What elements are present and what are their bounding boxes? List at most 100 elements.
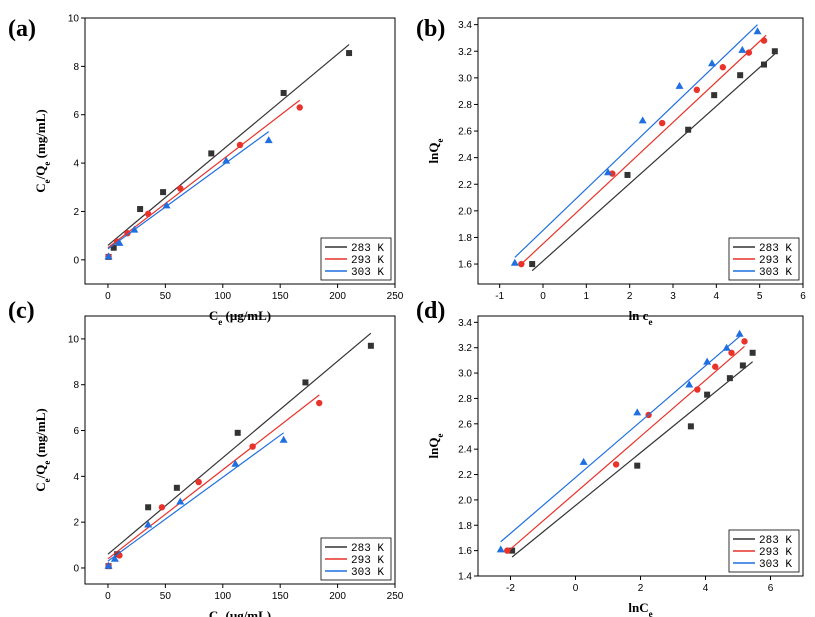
fit-line	[500, 334, 742, 543]
data-point	[712, 363, 719, 370]
y-tick-label: 1.4	[458, 572, 472, 583]
data-point	[675, 81, 684, 89]
data-point	[704, 391, 711, 398]
x-tick-label: 100	[214, 291, 231, 302]
data-point	[726, 375, 733, 382]
x-tick-label: 4	[714, 291, 720, 302]
y-tick-label: 3.2	[458, 343, 472, 354]
legend-label: 293 K	[351, 555, 384, 567]
x-tick-label: 150	[272, 291, 289, 302]
x-axis-label: Ce (μg/mL)	[209, 308, 271, 327]
x-axis-label: Ce (μg/mL)	[209, 608, 271, 617]
y-tick-label: 2.2	[458, 470, 472, 481]
data-point	[279, 435, 288, 443]
data-point	[504, 547, 511, 554]
data-point	[234, 429, 241, 436]
legend-label: 283 K	[759, 243, 792, 255]
data-point	[741, 338, 748, 345]
x-tick-label: 4	[703, 583, 709, 594]
data-point	[509, 547, 516, 554]
panel-label: (d)	[416, 298, 445, 324]
x-tick-label: 50	[160, 291, 172, 302]
data-point	[104, 252, 113, 260]
y-axis-label: Ce/Qe (mg/mL)	[33, 408, 52, 491]
data-point	[145, 504, 152, 511]
data-point	[685, 380, 694, 388]
y-tick-label: 0	[73, 255, 79, 266]
data-point	[760, 37, 768, 44]
data-point	[137, 206, 144, 213]
y-tick-label: 1.6	[458, 546, 472, 557]
data-point	[367, 342, 374, 349]
data-point	[144, 520, 153, 528]
fit-line	[107, 332, 372, 555]
data-point	[110, 554, 119, 562]
y-tick-label: 2.8	[458, 394, 472, 405]
fit-line	[511, 361, 754, 558]
data-point	[231, 459, 240, 467]
data-point	[160, 189, 167, 196]
data-point	[316, 399, 323, 407]
data-point	[694, 386, 701, 393]
x-tick-label: 50	[160, 591, 172, 602]
x-tick-label: 6	[800, 291, 806, 302]
data-point	[222, 156, 231, 164]
legend-label: 283 K	[351, 543, 384, 555]
x-tick-label: 3	[670, 291, 676, 302]
data-point	[761, 61, 767, 68]
data-point	[638, 116, 647, 124]
data-point	[604, 168, 612, 176]
data-point	[633, 408, 642, 416]
data-point	[703, 357, 712, 365]
y-tick-label: 2	[73, 518, 79, 529]
y-tick-label: 3.2	[458, 47, 472, 58]
data-point	[739, 362, 746, 369]
y-tick-label: 2.6	[458, 127, 472, 138]
data-point	[249, 443, 256, 450]
y-axis-label: lnQe	[426, 139, 445, 164]
data-point	[738, 45, 747, 53]
x-tick-label: 250	[387, 291, 404, 302]
y-tick-label: 3.0	[458, 369, 472, 380]
y-tick-label: 2	[73, 207, 79, 218]
data-point	[110, 244, 117, 251]
y-tick-label: 6	[73, 426, 79, 437]
x-axis-label: lnCe	[628, 600, 652, 617]
plot-frame	[84, 315, 396, 585]
y-tick-label: 3.4	[458, 20, 472, 31]
data-point	[130, 225, 139, 233]
panel-label: (b)	[416, 16, 445, 42]
data-point	[144, 210, 152, 218]
data-point	[236, 141, 244, 149]
data-point	[346, 50, 353, 57]
data-point	[302, 379, 309, 386]
x-tick-label: 2	[638, 583, 644, 594]
data-point	[104, 561, 113, 569]
y-tick-label: 4	[73, 472, 79, 483]
fit-line	[107, 432, 284, 562]
data-point	[296, 104, 303, 111]
data-point	[658, 119, 666, 127]
y-tick-label: 10	[68, 14, 80, 25]
x-tick-label: 0	[573, 583, 579, 594]
data-point	[728, 349, 735, 356]
data-point	[115, 238, 124, 246]
data-point	[264, 136, 273, 144]
y-tick-label: 8	[73, 380, 79, 391]
data-point	[518, 260, 525, 268]
data-point	[176, 497, 185, 505]
panel-label: (a)	[8, 16, 36, 42]
x-tick-label: 0	[540, 291, 546, 302]
y-tick-label: 2.8	[458, 100, 472, 111]
data-point	[208, 150, 215, 157]
y-tick-label: 2.0	[458, 495, 472, 506]
y-tick-label: 1.6	[458, 260, 472, 271]
x-tick-label: -2	[506, 583, 515, 594]
y-tick-label: 2.4	[458, 445, 472, 456]
y-tick-label: 2.0	[458, 206, 472, 217]
legend-label: 293 K	[759, 547, 792, 559]
